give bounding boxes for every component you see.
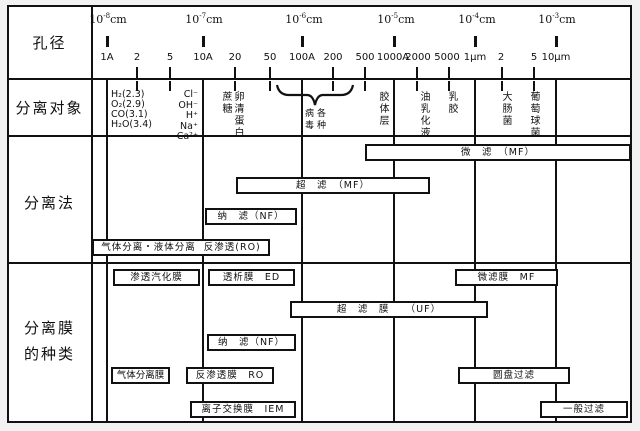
membrane-dialysis-ed: 透析膜 ED [208,269,295,286]
row-label-separation-target: 分离对象 [15,99,84,117]
tick-label: 100A [289,52,315,63]
target-staph: 葡萄球菌 [530,92,541,139]
brace-icon [275,84,355,106]
minor-tick [501,67,503,79]
minor-tick [533,67,535,79]
exponent-label: 10-5cm [377,12,415,26]
minor-tick [416,67,418,79]
ion-oh: OH⁻ [178,99,198,111]
decade-tick [555,36,558,47]
tick-label: 20 [228,52,242,63]
minor-tick [448,67,450,79]
diagram-frame [7,5,632,423]
tick-label: 1000A [376,52,410,63]
minor-tick [364,67,366,79]
membrane-ultrafiltration: 超 滤 膜 （UF） [290,301,488,318]
row-label-pore-size: 孔径 [32,34,67,52]
scale-line-1000A [393,79,395,421]
membrane-pervaporation: 渗透汽化膜 [113,269,200,286]
row-label-membrane-types: 分离膜 的种类 [7,315,92,367]
minor-tick [448,81,450,91]
target-viruses-b: 各种 [316,109,326,131]
tick-label: 5000 [434,52,460,63]
minor-tick [136,81,138,91]
tick-label: 200 [323,52,343,63]
decade-tick [393,36,396,47]
exponent-label: 10-6cm [285,12,323,26]
scale-line-100A [301,79,303,421]
tick-label: 10A [193,52,213,63]
gas-co: CO(3.1) [111,109,148,120]
gas-molecules: H₂(2.3) O₂(2.9) CO(3.1) H₂O(3.4) [111,90,152,130]
scale-line-1um [474,79,476,421]
target-latex: 乳胶 [448,92,459,115]
tick-label: 50 [263,52,277,63]
minor-tick [136,67,138,79]
tick-label: 2000 [405,52,431,63]
tick-label: 5 [166,52,174,63]
exponent-label: 10-8cm [89,12,127,26]
gas-h2: H₂(2.3) [111,89,145,100]
row-divider [7,135,630,137]
decade-tick [474,36,477,47]
membrane-nanofiltration: 纳 滤（NF） [207,334,296,351]
membrane-microfiltration: 微滤膜 MF [455,269,558,286]
membrane-disc-filtration: 圆盘过滤 [458,367,570,384]
minor-tick [364,81,366,91]
tick-label: 500 [355,52,375,63]
method-nanofiltration: 纳 滤（NF） [205,208,297,225]
target-colloid: 胶体层 [379,92,390,127]
membrane-gas-separation: 气体分离膜 [111,367,170,384]
row-label-separation-method: 分离法 [23,194,75,212]
method-reverse-osmosis: 气体分离・液体分离 反渗透(RO) [92,239,270,256]
ion-cl: Cl⁻ [183,89,198,100]
minor-tick [501,81,503,91]
method-ultrafiltration: 超 滤 （MF） [236,177,430,194]
row-label-membrane-types-line2: 的种类 [23,345,75,363]
minor-tick [533,81,535,91]
target-sucrose: 蔗糖 [222,92,233,115]
target-albumin: 卵清蛋白 [234,92,245,139]
tick-label: 1A [100,52,114,63]
ion-ca: Ca²⁺ [176,131,198,142]
tick-label: 2 [497,52,505,63]
minor-tick [416,81,418,91]
minor-tick [234,67,236,79]
gas-h2o: H₂O(3.4) [111,119,152,130]
tick-label: 2 [133,52,141,63]
row-divider [7,262,630,264]
minor-tick [234,81,236,91]
tick-label: 5 [530,52,538,63]
target-ecoli: 大肠菌 [502,92,513,127]
minor-tick [269,81,271,91]
ion-h: H⁺ [185,110,198,121]
minor-tick [332,67,334,79]
gas-o2: O₂(2.9) [111,99,145,110]
tick-label: 1μm [463,52,487,63]
ions: Cl⁻ OH⁻ H⁺ Na⁺ Ca²⁺ [170,89,198,143]
minor-tick [269,67,271,79]
label-column-divider [91,5,93,421]
row-label-membrane-types-line1: 分离膜 [23,319,75,337]
minor-tick [169,81,171,91]
decade-tick [301,36,304,47]
decade-tick [106,36,109,47]
target-emulsion: 油乳化液 [420,92,431,139]
row-divider [7,78,630,80]
ion-na: Na⁺ [180,120,198,132]
membrane-reverse-osmosis: 反渗透膜 RO [186,367,274,384]
exponent-label: 10-4cm [458,12,496,26]
minor-tick [169,67,171,79]
membrane-general-filtration: 一般过滤 [540,401,628,418]
membrane-ion-exchange: 离子交换膜 IEM [190,401,296,418]
exponent-label: 10-3cm [538,12,576,26]
scale-line-10um [555,79,557,421]
exponent-label: 10-7cm [185,12,223,26]
decade-tick [202,36,205,47]
minor-tick [332,81,334,91]
method-microfiltration: 微 滤 （MF） [365,144,631,161]
tick-label: 10μm [541,52,571,63]
target-viruses-a: 病毒 [304,109,314,131]
